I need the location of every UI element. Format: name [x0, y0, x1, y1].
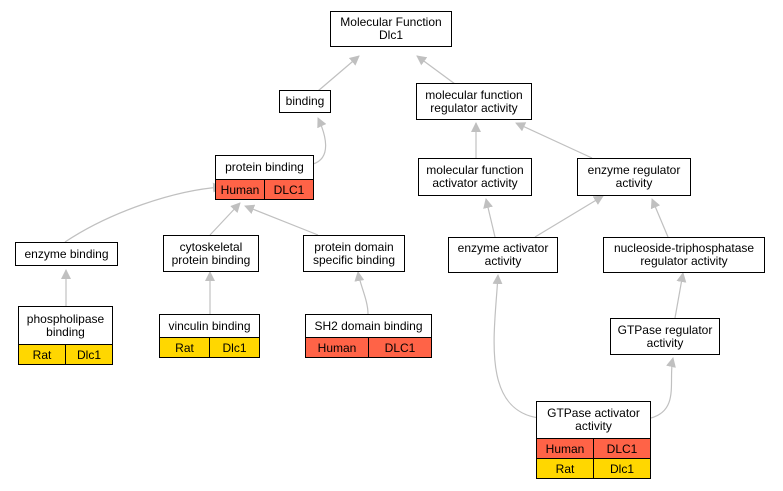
node-cytoskeletal-protein-binding-label: cytoskeletal protein binding [171, 239, 251, 267]
edge-ntpase-to-enzyme-regulator [650, 198, 669, 238]
node-gtpase-activator-activity[interactable]: GTPase activator activity Human DLC1 Rat… [536, 401, 651, 479]
root-node[interactable]: Molecular Function Dlc1 [330, 11, 452, 47]
edge-domain-binding-to-protein-binding [244, 204, 319, 236]
edge-sh2-to-domain-binding [354, 271, 369, 315]
annotation-gene-dlc1: Dlc1 [209, 338, 259, 357]
edge-enzyme-binding-to-protein-binding [64, 182, 223, 243]
root-node-label: Molecular Function Dlc1 [340, 15, 442, 42]
node-ntpase-regulator-activity[interactable]: nucleoside-triphosphatase regulator acti… [603, 237, 765, 273]
edge-mf-regulator-to-root [416, 55, 456, 85]
node-enzyme-activator-activity-label: enzyme activator activity [457, 241, 549, 268]
edge-gtpase-activator-to-enzyme-activator [492, 274, 540, 419]
annotation-gene-dlc1: DLC1 [264, 180, 313, 199]
node-cytoskeletal-protein-binding[interactable]: cytoskeletal protein binding [163, 235, 259, 272]
annotation-gene-dlc1: DLC1 [593, 439, 650, 458]
node-enzyme-regulator-activity-label: enzyme regulator activity [587, 163, 681, 190]
annotation-gene-dlc1: DLC1 [368, 338, 431, 357]
node-mf-regulator-activity-label: molecular function regulator activity [425, 87, 523, 115]
node-gtpase-regulator-activity[interactable]: GTPase regulator activity [610, 318, 720, 355]
edge-enzyme-regulator-to-mf-regulator [515, 122, 593, 159]
node-enzyme-regulator-activity[interactable]: enzyme regulator activity [577, 158, 691, 196]
node-enzyme-activator-activity[interactable]: enzyme activator activity [448, 237, 558, 273]
annotation-species-rat: Rat [537, 459, 593, 478]
annotation-species-human: Human [537, 439, 593, 458]
node-vinculin-binding[interactable]: vinculin binding Rat Dlc1 [159, 314, 260, 358]
edge-protein-binding-to-binding [312, 117, 327, 165]
node-protein-binding[interactable]: protein binding Human DLC1 [215, 155, 314, 200]
annotation-gene-dlc1: Dlc1 [593, 459, 650, 478]
annotation-species-rat: Rat [19, 345, 65, 364]
node-mf-activator-activity[interactable]: molecular function activator activity [418, 158, 532, 196]
node-gtpase-regulator-activity-label: GTPase regulator activity [617, 322, 713, 350]
edge-binding-to-root [317, 55, 360, 92]
edge-gtpase-activator-to-gtpase-regulator [650, 357, 676, 419]
node-sh2-domain-binding[interactable]: SH2 domain binding Human DLC1 [305, 314, 432, 358]
node-binding-label: binding [285, 94, 325, 108]
node-sh2-domain-binding-label: SH2 domain binding [314, 318, 423, 333]
edge-cytoskeletal-to-protein-binding [209, 202, 241, 236]
edge-enzyme-activator-to-enzyme-regulator [534, 195, 604, 238]
node-phospholipase-binding[interactable]: phospholipase binding Rat Dlc1 [18, 306, 113, 365]
node-phospholipase-binding-label: phospholipase binding [26, 311, 105, 339]
node-ntpase-regulator-activity-label: nucleoside-triphosphatase regulator acti… [613, 241, 755, 268]
node-protein-domain-specific-binding-label: protein domain specific binding [312, 239, 396, 267]
node-gtpase-activator-activity-label: GTPase activator activity [547, 406, 640, 433]
annotation-species-human: Human [216, 180, 264, 199]
node-enzyme-binding-label: enzyme binding [24, 246, 109, 261]
node-protein-binding-label: protein binding [225, 160, 304, 174]
node-protein-domain-specific-binding[interactable]: protein domain specific binding [303, 235, 405, 272]
annotation-species-human: Human [306, 338, 368, 357]
annotation-species-rat: Rat [160, 338, 209, 357]
edge-enzyme-activator-to-mf-activator [483, 198, 496, 238]
node-enzyme-binding[interactable]: enzyme binding [15, 242, 118, 266]
edge-gtpase-regulator-to-ntpase [674, 272, 687, 319]
node-mf-activator-activity-label: molecular function activator activity [426, 163, 524, 190]
node-mf-regulator-activity[interactable]: molecular function regulator activity [416, 83, 532, 120]
node-binding[interactable]: binding [279, 90, 331, 113]
node-vinculin-binding-label: vinculin binding [168, 318, 251, 333]
annotation-gene-dlc1: Dlc1 [65, 345, 112, 364]
